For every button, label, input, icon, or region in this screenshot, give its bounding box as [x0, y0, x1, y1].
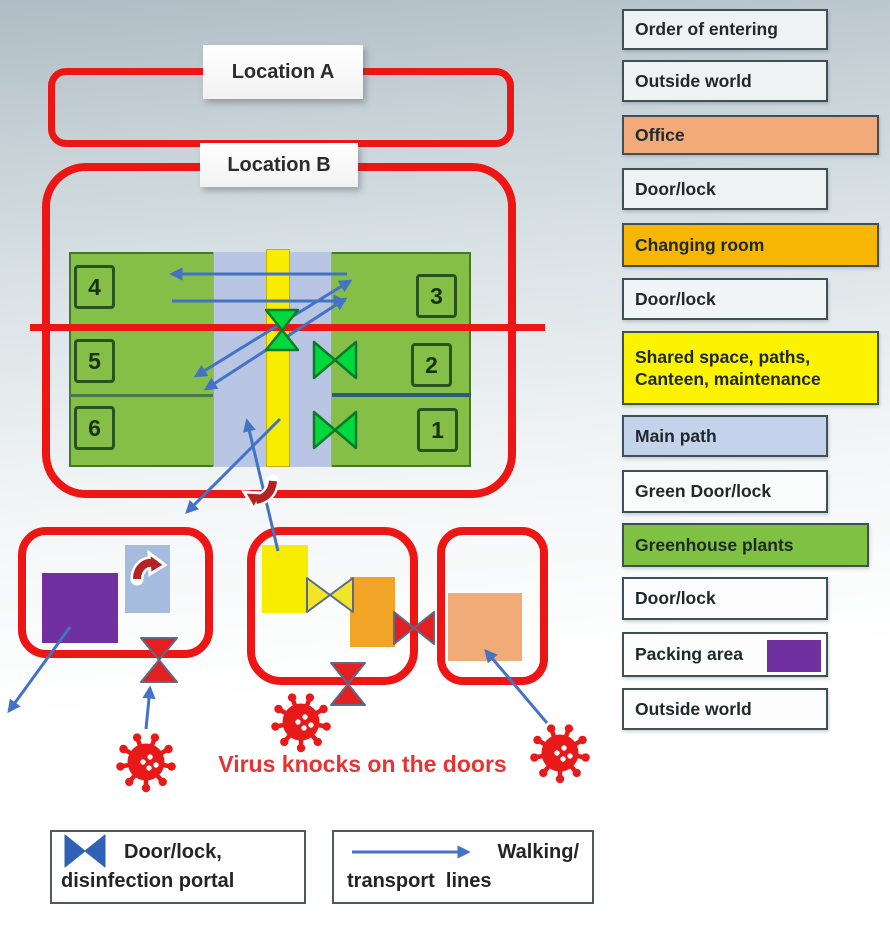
legend-item-main-path: Main path — [622, 415, 828, 457]
legend-item-label: Outside world — [635, 70, 752, 91]
greenhouse-section-2: 2 — [411, 343, 452, 387]
changing-room-rect — [350, 577, 395, 647]
packing-area-swatch — [767, 640, 821, 672]
legend-item-label: Main path — [635, 425, 717, 446]
legend-item-label: Changing room — [635, 234, 765, 255]
legend-item-label: Shared space, paths, — [635, 346, 811, 367]
shared-corridor-bar — [266, 249, 290, 467]
legend-door-box: Door/lock, disinfection portal — [50, 830, 306, 904]
walking-transport-arrow — [142, 685, 156, 730]
legend-walking-box: Walking/ transport lines — [332, 830, 594, 904]
legend-item-label: Door/lock — [635, 288, 716, 309]
legend-walking-line2: transport lines — [347, 870, 492, 892]
greenhouse-divider-left — [69, 394, 213, 397]
packing-path-rect — [125, 545, 170, 613]
shared-space-rect — [262, 545, 308, 613]
greenhouse-section-3: 3 — [416, 274, 457, 318]
legend-item-changing-room: Changing room — [622, 223, 879, 267]
packing-enclosure — [18, 527, 213, 658]
location-a-title: Location A — [231, 60, 335, 83]
legend-item-greenhouse-plants: Greenhouse plants — [622, 523, 869, 567]
legend-door-line2: disinfection portal — [61, 870, 235, 892]
virus-icon — [116, 733, 176, 793]
legend-item-outside-world: Outside world — [622, 688, 828, 730]
red-split-line — [30, 324, 545, 331]
greenhouse-section-label: 6 — [88, 414, 101, 441]
legend-item-office: Office — [622, 115, 879, 155]
legend-item-label: Door/lock — [635, 588, 716, 608]
legend-item-door-lock: Door/lock — [622, 278, 828, 320]
legend-item-packing-area: Packing area — [622, 632, 828, 677]
greenhouse-divider-right — [332, 393, 471, 397]
legend-item-label-line2: Canteen, maintenance — [635, 368, 821, 389]
office-square — [448, 593, 522, 661]
packing-area-square — [42, 573, 118, 643]
location-b-title: Location B — [227, 153, 331, 176]
legend-item-door-lock: Door/lock — [622, 577, 828, 620]
greenhouse-section-label: 4 — [88, 273, 101, 300]
legend-item-door-lock: Door/lock — [622, 168, 828, 210]
location-b-label: Location B — [200, 143, 358, 187]
location-a-label: Location A — [203, 45, 363, 99]
greenhouse-section-1: 1 — [417, 408, 458, 452]
legend-item-label: Green Door/lock — [635, 481, 772, 501]
virus-icon — [530, 724, 590, 784]
greenhouse-section-4: 4 — [74, 265, 115, 309]
legend-item-label: Greenhouse plants — [635, 534, 794, 555]
greenhouse-section-label: 3 — [430, 282, 443, 309]
legend-item-label: Outside world — [635, 698, 752, 719]
virus-caption: Virus knocks on the doors — [218, 751, 507, 777]
legend-item-label: Door/lock — [635, 178, 716, 199]
legend-item-order-of-entering: Order of entering — [622, 9, 828, 50]
legend-item-shared-space-paths: Shared space, paths,Canteen, maintenance — [622, 331, 879, 405]
legend-walking-line1: Walking/ — [497, 841, 579, 863]
legend-door-line1: Door/lock, — [124, 841, 222, 863]
virus-icon — [271, 693, 331, 753]
greenhouse-section-label: 5 — [88, 347, 101, 374]
legend-item-outside-world: Outside world — [622, 60, 828, 102]
greenhouse-section-6: 6 — [74, 406, 115, 450]
legend-item-label: Packing area — [635, 644, 743, 664]
greenhouse-section-5: 5 — [74, 339, 115, 383]
legend-item-label: Order of entering — [635, 19, 778, 39]
legend-item-green-door-lock: Green Door/lock — [622, 470, 828, 513]
greenhouse-section-label: 2 — [425, 351, 438, 378]
legend-item-label: Office — [635, 124, 685, 145]
greenhouse-section-label: 1 — [431, 416, 444, 443]
